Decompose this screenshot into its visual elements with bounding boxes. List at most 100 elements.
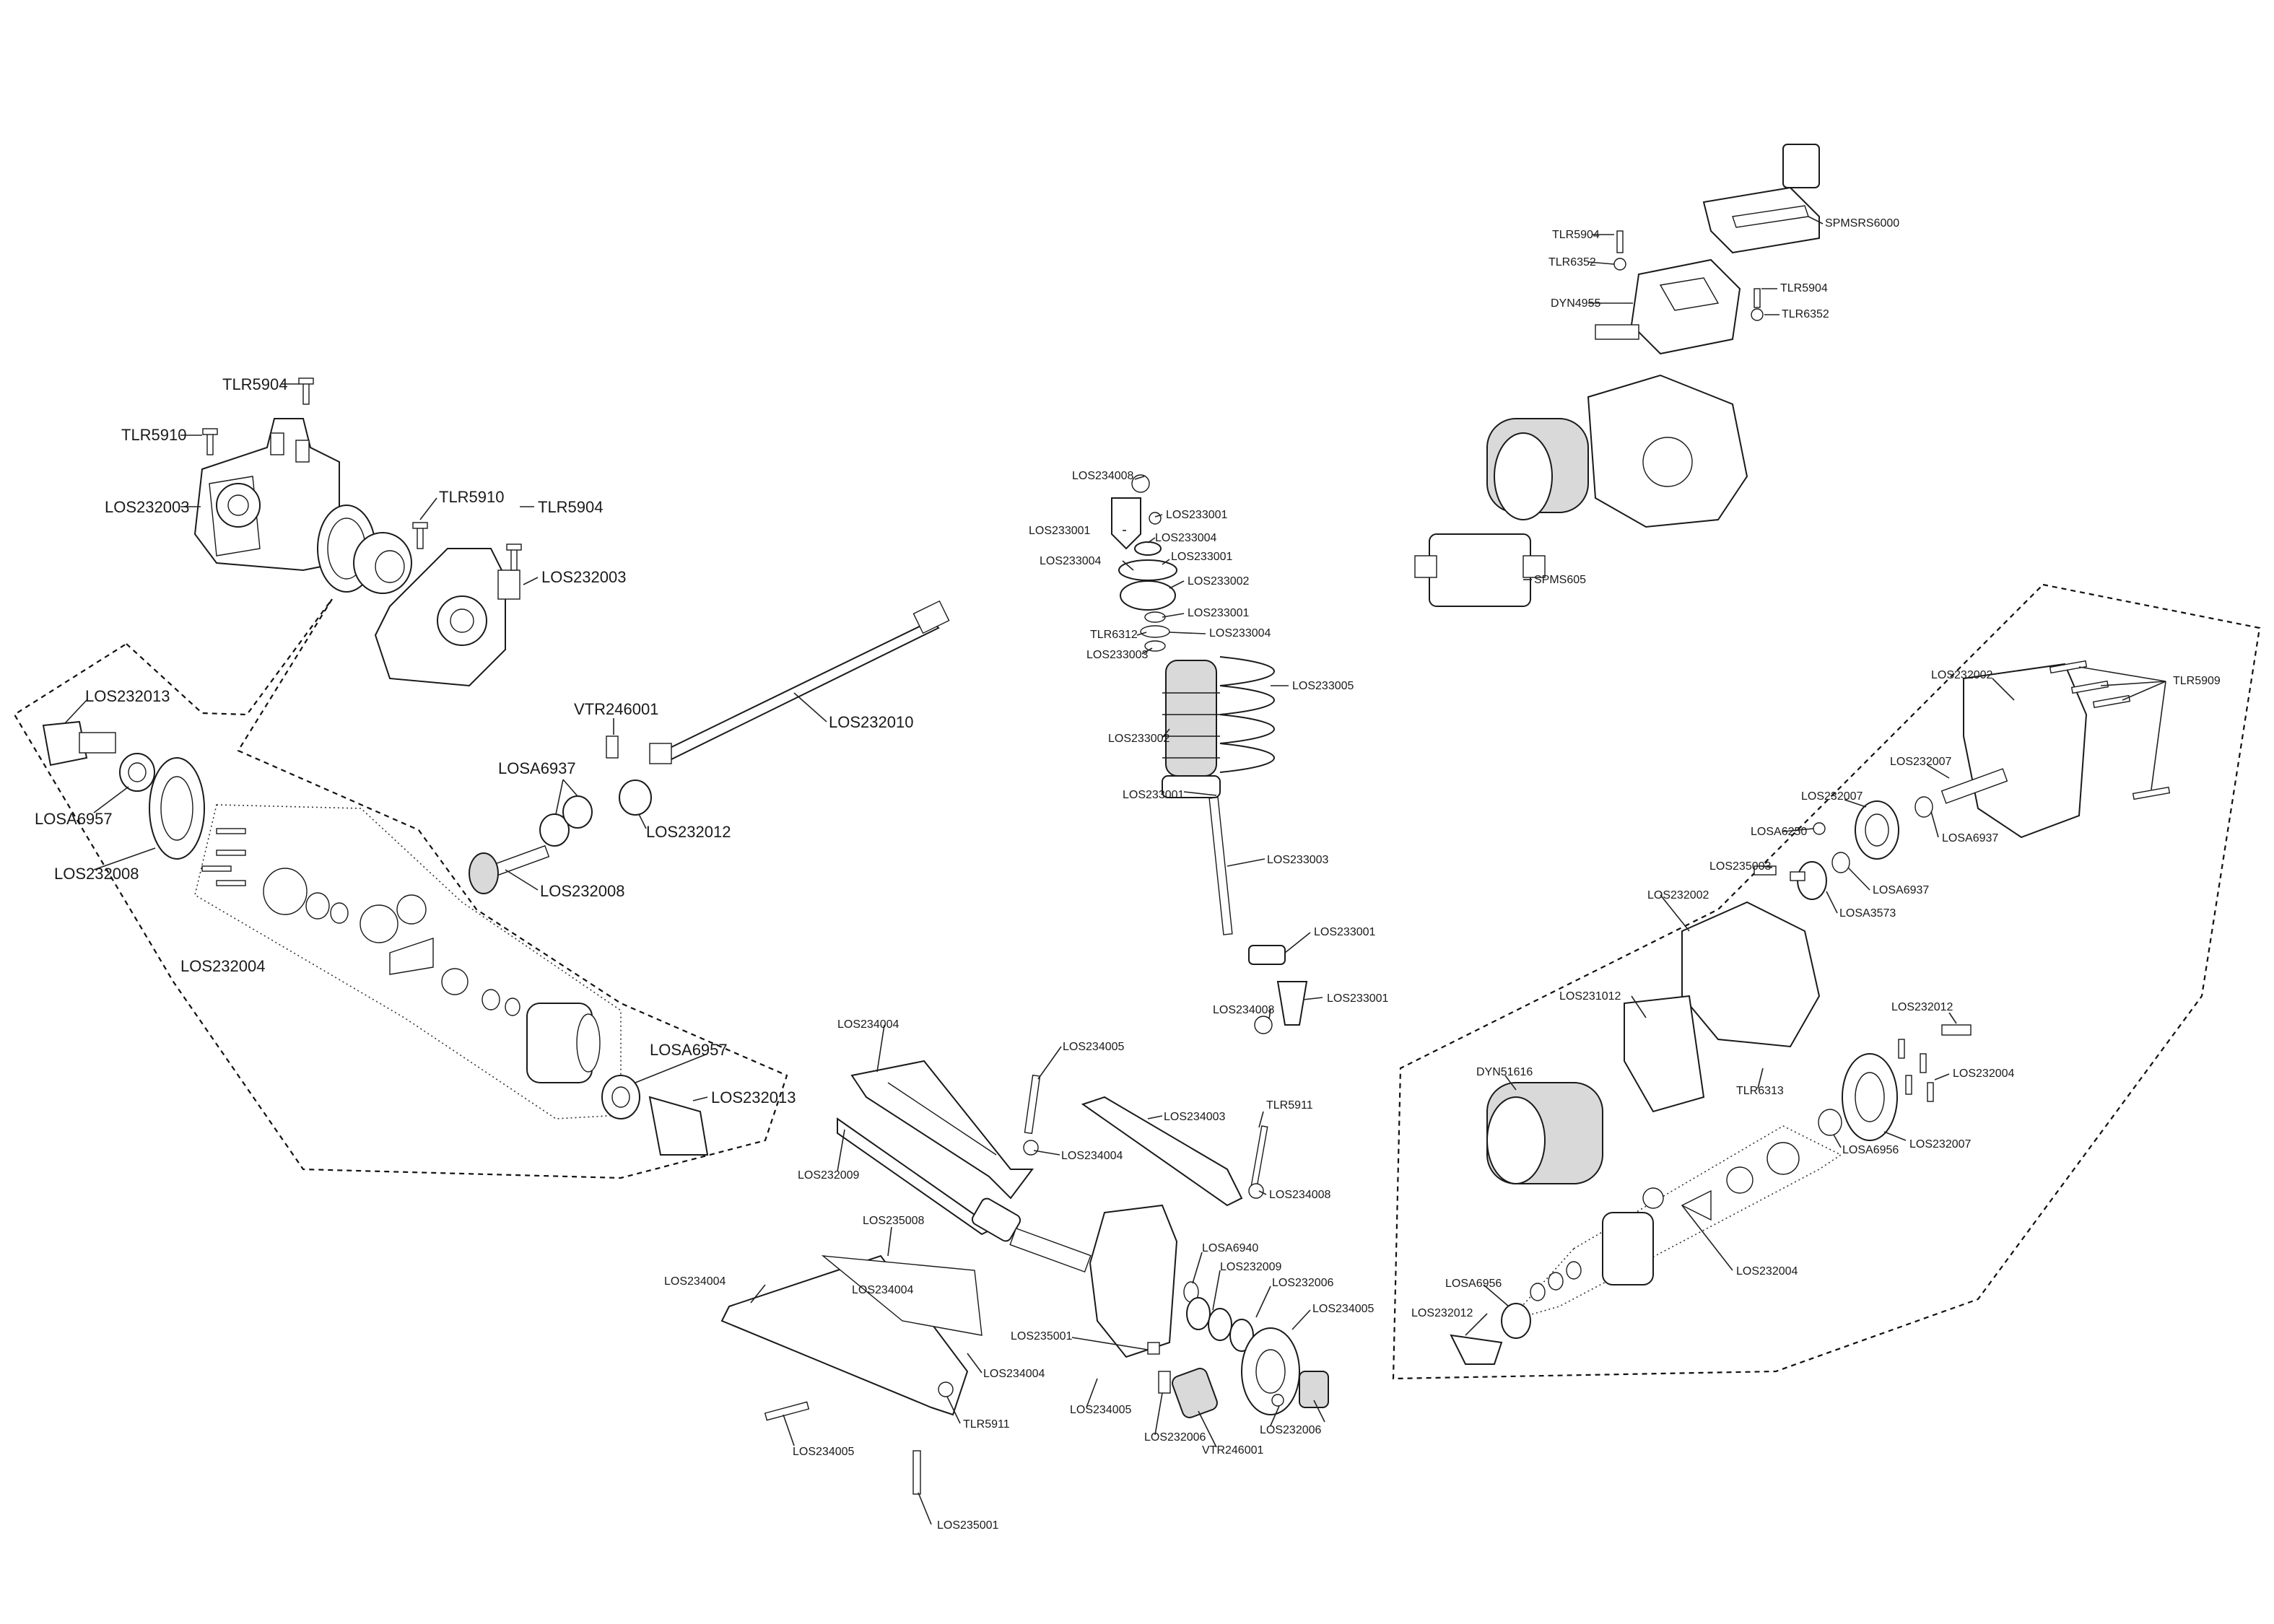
- part-label: TLR5910: [121, 426, 187, 444]
- part-label: VTR246001: [574, 700, 658, 718]
- part-label: TLR6352: [1548, 256, 1596, 269]
- part-label: LOS234008: [1269, 1189, 1331, 1201]
- part-label: LOS233004: [1040, 555, 1102, 567]
- part-label: LOS232008: [540, 882, 624, 900]
- part-label: TLR5911: [963, 1418, 1010, 1431]
- part-label: LOS233001: [1171, 551, 1233, 563]
- left-gearbox-assembly: [193, 377, 522, 687]
- part-label: VTR246001: [1202, 1444, 1263, 1457]
- part-label: LOSA6937: [498, 759, 576, 777]
- part-label: LOS234003: [1164, 1111, 1226, 1123]
- part-label: LOS233001: [1314, 926, 1376, 938]
- part-label: LOS233001: [1188, 607, 1250, 619]
- part-label: LOS232008: [54, 865, 139, 883]
- part-label: LOSA6937: [1873, 884, 1929, 896]
- part-label: LOS232004: [1736, 1265, 1798, 1278]
- part-label: LOS234004: [664, 1275, 726, 1288]
- part-label: LOS232007: [1890, 756, 1952, 768]
- part-label: LOS234008: [1213, 1004, 1275, 1016]
- part-label: SPMSRS6000: [1825, 217, 1899, 230]
- receiver-and-esc: [1595, 144, 1820, 355]
- part-label: LOS233005: [1292, 680, 1354, 692]
- part-label: LOSA6956: [1445, 1278, 1502, 1290]
- part-label: TLR5904: [1552, 229, 1600, 241]
- part-label: LOSA6937: [1942, 832, 1998, 844]
- part-label: LOS232013: [711, 1088, 796, 1106]
- part-labels: TLR5904 TLR5910 LOS232003 TLR5910 TLR590…: [35, 217, 2221, 1532]
- leader-lines: [64, 216, 2166, 1525]
- left-diff-inner-outline: [194, 804, 622, 1119]
- part-label: LOS235003: [1709, 860, 1772, 873]
- right-transmission-parts: [1450, 660, 2171, 1365]
- part-label: LOSA6940: [1202, 1242, 1258, 1254]
- part-label: TLR5904: [222, 375, 288, 393]
- part-label: LOS232002: [1931, 669, 1993, 681]
- motor-gearbox-top: [1414, 374, 1748, 607]
- part-label: LOS233001: [1327, 992, 1389, 1005]
- part-label: LOS234004: [837, 1018, 899, 1031]
- part-label: LOS232004: [180, 957, 265, 975]
- part-label: LOS233001: [1166, 509, 1228, 521]
- part-label: LOSA6957: [35, 810, 113, 828]
- part-label: DYN51616: [1476, 1066, 1533, 1078]
- part-label: LOS233004: [1155, 532, 1217, 544]
- part-label: TLR6352: [1782, 308, 1829, 320]
- right-transmission-group-outline: [1392, 583, 2261, 1380]
- part-label: LOS232012: [1411, 1307, 1473, 1319]
- part-label: LOSA6957: [650, 1041, 728, 1059]
- right-diff-inner-outline: [1507, 1125, 1842, 1322]
- part-label: LOS232012: [1891, 1001, 1953, 1013]
- part-label: TLR6312: [1090, 629, 1138, 641]
- part-label: TLR5910: [439, 488, 505, 506]
- part-label: TLR5911: [1266, 1099, 1313, 1112]
- part-label: TLR5904: [538, 498, 604, 516]
- part-label: LOS231012: [1559, 990, 1621, 1003]
- part-label: LOS234008: [1072, 470, 1134, 482]
- part-label: LOS234005: [1063, 1041, 1125, 1053]
- part-label: LOS233001: [1029, 525, 1091, 537]
- part-label: LOS234005: [1070, 1404, 1132, 1416]
- part-label: LOS232006: [1260, 1424, 1322, 1436]
- part-label: LOS233003: [1267, 854, 1329, 866]
- part-label: LOS232012: [646, 823, 731, 841]
- part-label: LOS232013: [85, 687, 170, 705]
- part-label: LOS233002: [1188, 575, 1250, 588]
- part-label: LOSA6250: [1751, 826, 1807, 838]
- part-label: LOS235001: [1011, 1330, 1073, 1343]
- drive-shaft-parts: [469, 600, 950, 894]
- part-label: LOS233002: [1108, 733, 1170, 745]
- part-label: LOS234005: [793, 1446, 855, 1458]
- part-label: TLR5909: [2173, 675, 2221, 687]
- part-label: LOS232006: [1272, 1277, 1334, 1289]
- part-label: LOS232002: [1647, 889, 1709, 902]
- part-label: LOS234005: [1312, 1303, 1375, 1315]
- part-label: LOS234004: [983, 1368, 1045, 1380]
- suspension-parts: [720, 1060, 1329, 1495]
- part-label: SPMS605: [1534, 574, 1586, 586]
- part-label: LOS233003: [1086, 649, 1149, 661]
- left-diff-parts: [42, 720, 709, 1156]
- part-label: LOS233004: [1209, 627, 1271, 639]
- part-label: TLR6313: [1736, 1085, 1784, 1097]
- part-label: LOS235001: [937, 1519, 999, 1532]
- part-label: LOS232006: [1144, 1431, 1206, 1444]
- part-label: LOS232007: [1909, 1138, 1972, 1151]
- part-label: LOS232003: [541, 568, 626, 586]
- part-label: DYN4955: [1551, 297, 1600, 310]
- part-label: LOS232009: [798, 1169, 860, 1182]
- part-label: LOSA6956: [1842, 1144, 1899, 1156]
- part-label: LOS235008: [863, 1215, 925, 1227]
- part-label: LOS233001: [1123, 789, 1185, 801]
- part-label: LOS232003: [105, 498, 189, 516]
- part-label: LOS232010: [829, 713, 913, 731]
- left-diff-group-outline: [13, 598, 788, 1179]
- part-label: LOS234004: [1061, 1150, 1123, 1162]
- part-label: LOS232009: [1220, 1261, 1282, 1273]
- part-label: LOS232004: [1953, 1068, 2015, 1080]
- part-label: LOS232007: [1801, 790, 1863, 803]
- part-label: TLR5904: [1780, 282, 1828, 294]
- shock-assembly: [1111, 474, 1308, 1034]
- part-label: LOSA3573: [1839, 907, 1896, 920]
- part-label: LOS234004: [852, 1284, 914, 1296]
